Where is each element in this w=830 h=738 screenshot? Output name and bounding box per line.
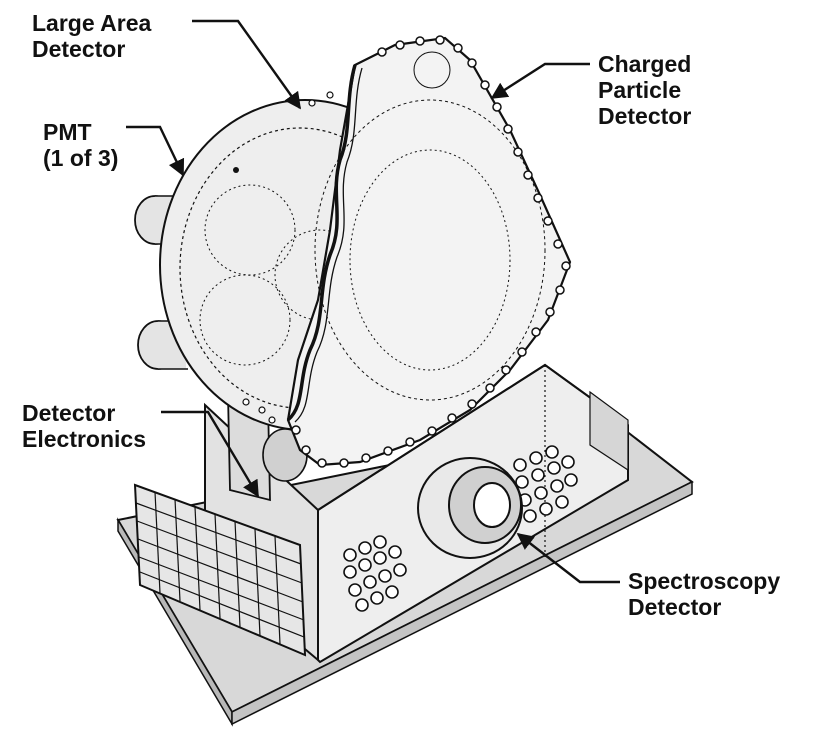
spectroscopy-detector-cylinder: [417, 457, 523, 559]
label-large-area-detector: Large Area Detector: [32, 10, 151, 62]
leader-pmt: [126, 125, 185, 177]
label-line: Spectroscopy: [628, 568, 781, 594]
label-detector-electronics: Detector Electronics: [22, 400, 146, 452]
leader-detector-electronics: [161, 410, 260, 498]
leader-large-area-detector: [192, 19, 301, 110]
label-line: Detector: [598, 103, 692, 129]
label-line: Detector: [628, 594, 722, 620]
label-line: (1 of 3): [43, 145, 119, 171]
radiator-panel: [133, 483, 307, 657]
leader-charged-particle-detector: [490, 62, 590, 100]
label-line: Charged: [598, 51, 692, 77]
label-pmt: PMT (1 of 3): [43, 119, 118, 171]
leader-lines: [126, 19, 620, 584]
connector-cluster-left: [343, 535, 407, 612]
charged-particle-detector-panel: [242, 35, 572, 468]
label-line: Electronics: [22, 426, 146, 452]
label-line: PMT: [43, 119, 92, 145]
label-line: Detector: [32, 36, 126, 62]
label-spectroscopy-detector: Spectroscopy Detector: [628, 568, 780, 620]
label-line: Particle: [598, 77, 682, 103]
connector-cluster-right: [513, 445, 578, 523]
label-charged-particle-detector: Charged Particle Detector: [598, 51, 691, 129]
label-line: Large Area: [32, 10, 152, 36]
label-line: Detector: [22, 400, 116, 426]
leader-spectroscopy-detector: [516, 532, 620, 584]
